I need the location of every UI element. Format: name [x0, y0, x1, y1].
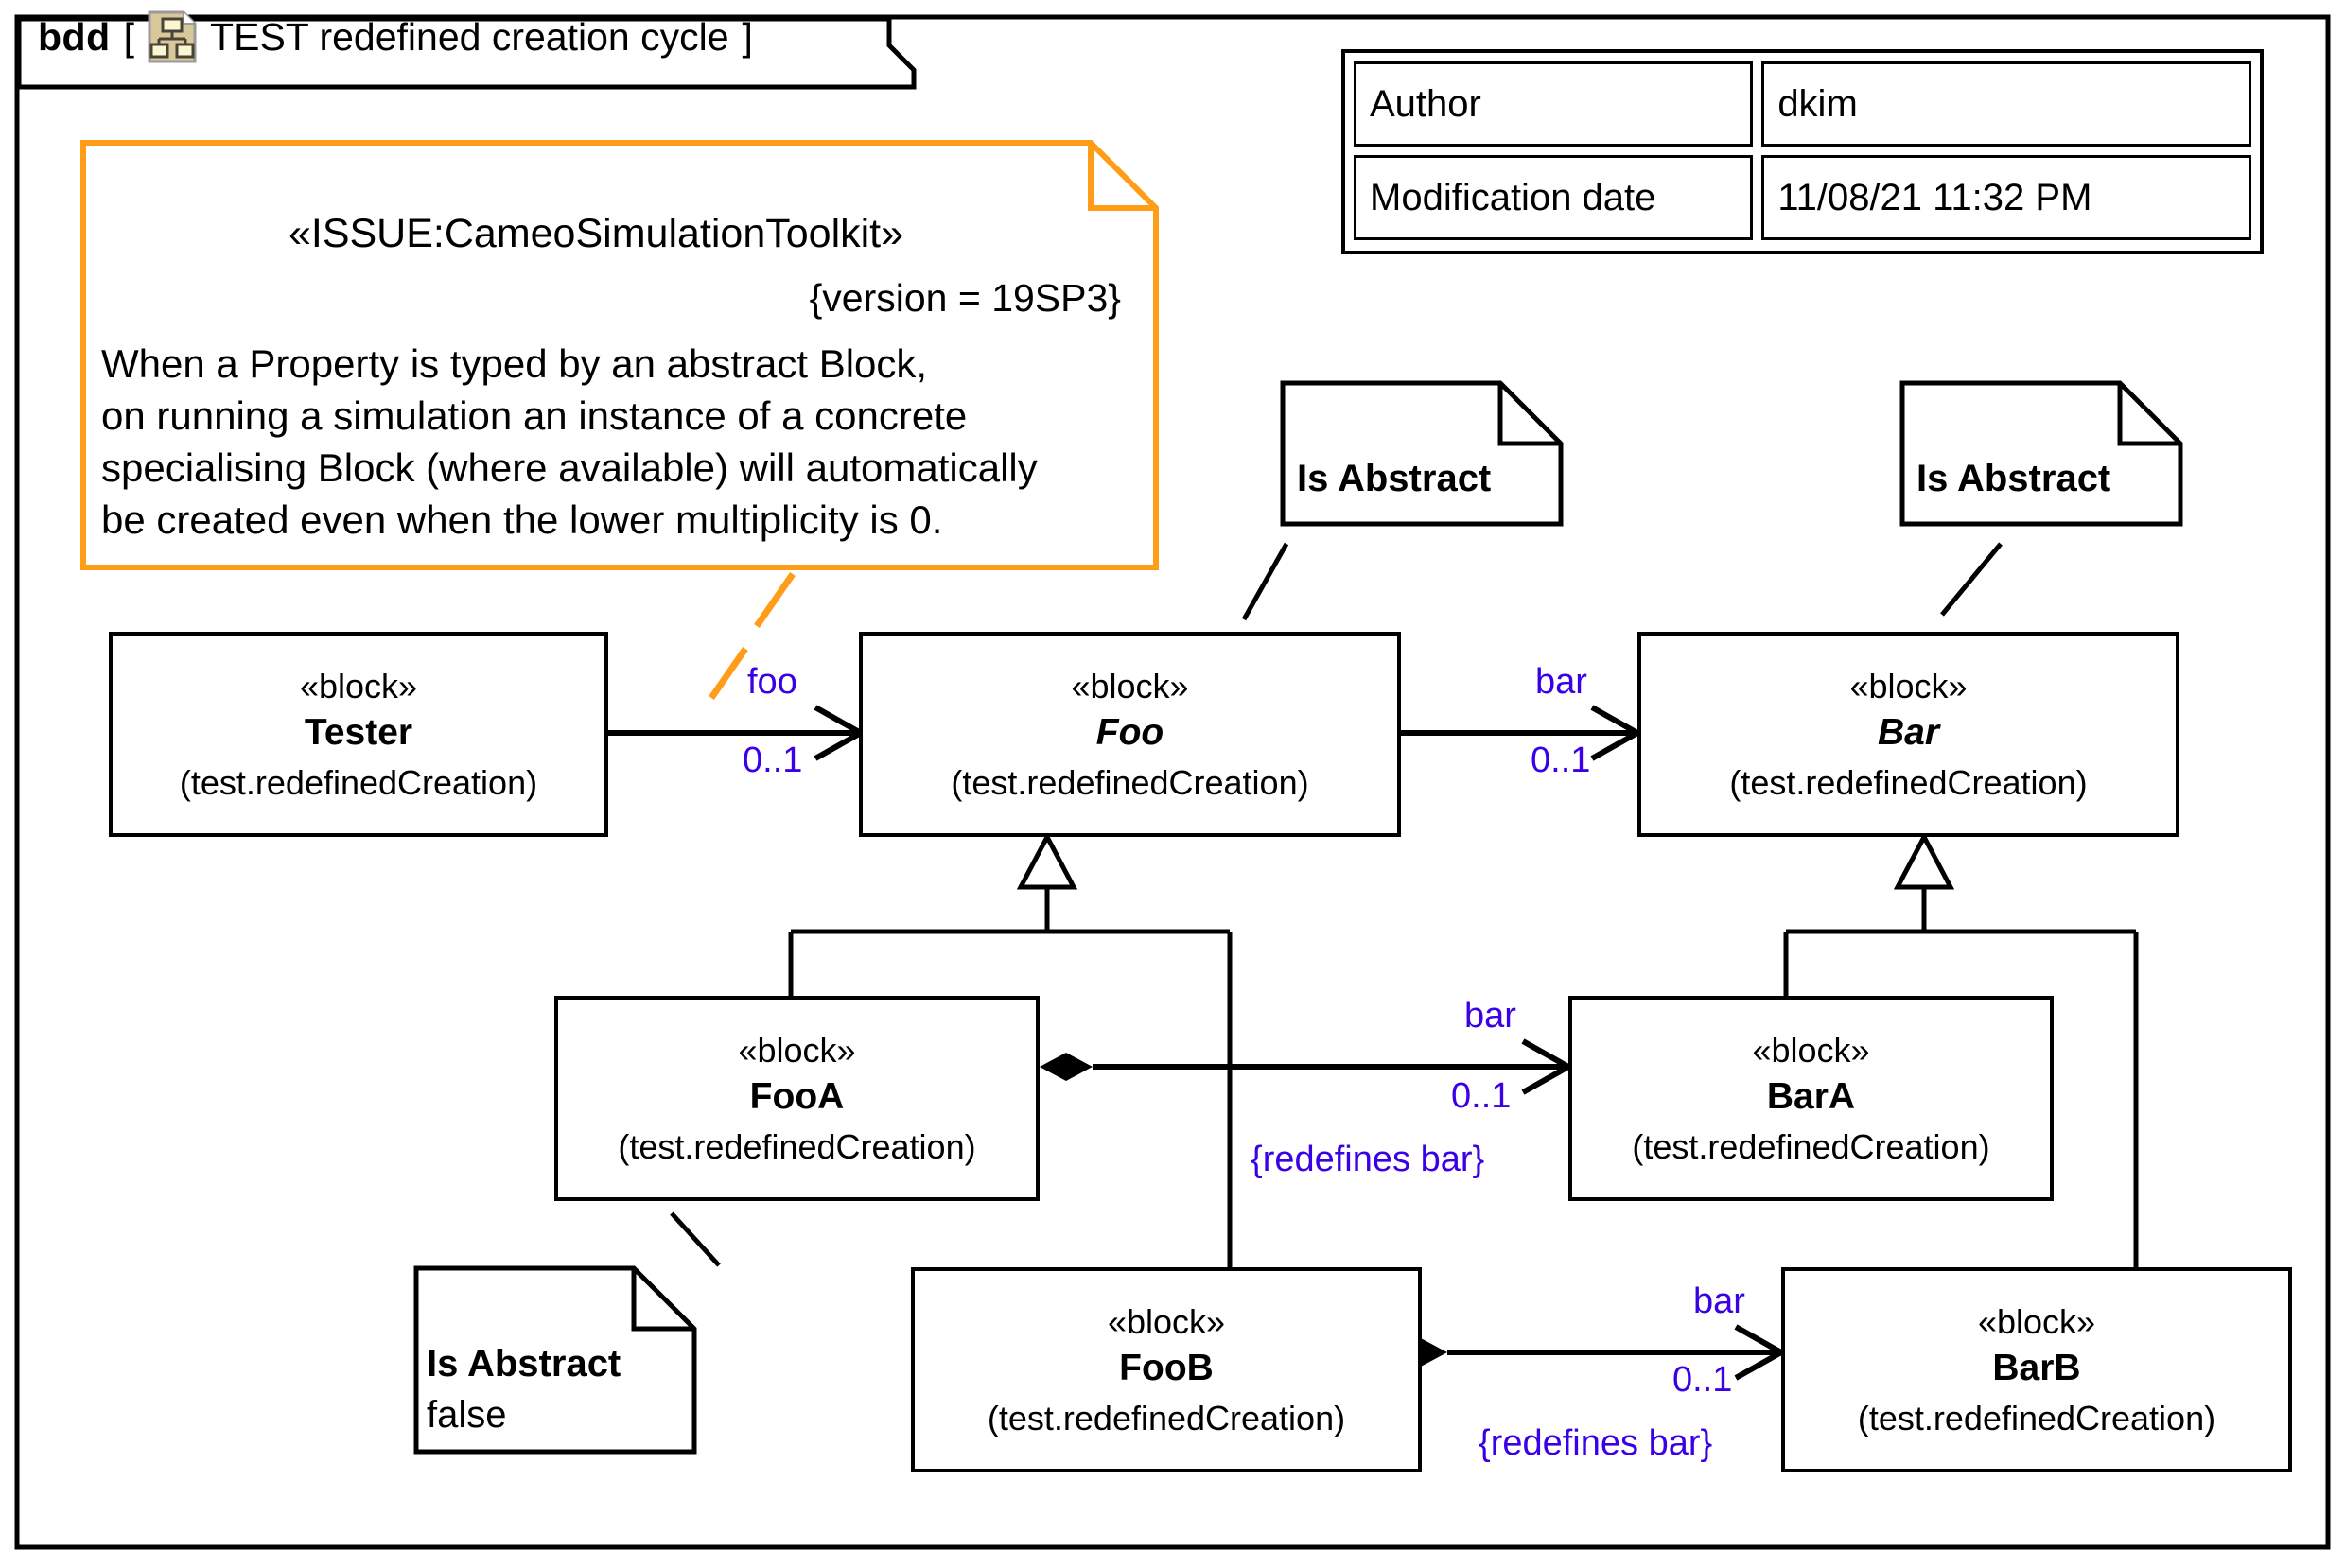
block-package: (test.redefinedCreation): [987, 1398, 1346, 1437]
block-definition-diagram-icon: [148, 10, 197, 63]
note-title: Is Abstract: [427, 1343, 621, 1385]
issue-note-line-1: When a Property is typed by an abstract …: [101, 341, 928, 386]
block-name: BarB: [1992, 1348, 2081, 1389]
block-bar[interactable]: «block» Bar (test.redefinedCreation): [1637, 632, 2179, 837]
assoc-constraint-foob-barb: {redefines bar}: [1479, 1423, 1713, 1463]
assoc-role-fooa-bara: bar: [1464, 996, 1516, 1036]
diagram-info-table: Author dkim Modification date 11/08/21 1…: [1341, 49, 2264, 254]
issue-note: «ISSUE:CameoSimulationToolkit» {version …: [80, 140, 1159, 570]
issue-note-line-4: be created even when the lower multiplic…: [101, 497, 943, 542]
block-package: (test.redefinedCreation): [618, 1126, 976, 1166]
issue-note-line-3: specialising Block (where available) wil…: [101, 445, 1038, 490]
block-stereotype: «block»: [1849, 666, 1968, 706]
note-is-abstract-fooa: Is Abstract false: [413, 1265, 697, 1455]
assoc-constraint-fooa-bara: {redefines bar}: [1251, 1140, 1485, 1179]
info-label-author: Author: [1354, 61, 1754, 147]
bracket-open: [: [123, 14, 135, 59]
block-name: Tester: [304, 712, 413, 754]
block-package: (test.redefinedCreation): [951, 762, 1309, 802]
block-tester[interactable]: «block» Tester (test.redefinedCreation): [109, 632, 608, 837]
block-package: (test.redefinedCreation): [179, 762, 538, 802]
block-name: Bar: [1877, 712, 1940, 754]
block-stereotype: «block»: [1107, 1301, 1226, 1341]
note-value: false: [427, 1394, 507, 1436]
block-barb[interactable]: «block» BarB (test.redefinedCreation): [1781, 1267, 2292, 1472]
block-package: (test.redefinedCreation): [1857, 1398, 2216, 1437]
bracket-close: ]: [742, 14, 753, 59]
assoc-role-foo-bar: bar: [1535, 662, 1587, 702]
block-foob[interactable]: «block» FooB (test.redefinedCreation): [911, 1267, 1422, 1472]
block-stereotype: «block»: [299, 666, 418, 706]
block-stereotype: «block»: [1977, 1301, 2096, 1341]
issue-note-stereotype: «ISSUE:CameoSimulationToolkit»: [288, 211, 904, 256]
issue-note-line-2: on running a simulation an instance of a…: [101, 393, 968, 438]
diagram-kind-label: bdd: [38, 14, 111, 59]
info-value-author: dkim: [1761, 61, 2251, 147]
block-stereotype: «block»: [738, 1030, 856, 1070]
note-is-abstract-bar: Is Abstract: [1899, 380, 2183, 527]
block-name: FooB: [1119, 1348, 1214, 1389]
block-foo[interactable]: «block» Foo (test.redefinedCreation): [859, 632, 1401, 837]
table-row: Modification date 11/08/21 11:32 PM: [1345, 147, 2260, 249]
block-name: BarA: [1766, 1076, 1856, 1118]
block-fooa[interactable]: «block» FooA (test.redefinedCreation): [554, 996, 1040, 1201]
assoc-role-tester-foo: foo: [747, 662, 797, 702]
assoc-mult-fooa-bara: 0..1: [1451, 1076, 1512, 1116]
note-title: Is Abstract: [1916, 458, 2111, 499]
block-bara[interactable]: «block» BarA (test.redefinedCreation): [1568, 996, 2054, 1201]
block-name: Foo: [1095, 712, 1164, 754]
block-package: (test.redefinedCreation): [1632, 1126, 1990, 1166]
assoc-mult-foo-bar: 0..1: [1531, 740, 1591, 780]
info-value-modification-date: 11/08/21 11:32 PM: [1761, 155, 2251, 240]
block-stereotype: «block»: [1071, 666, 1189, 706]
info-label-modification-date: Modification date: [1354, 155, 1754, 240]
issue-note-tag: {version = 19SP3}: [809, 276, 1121, 320]
table-row: Author dkim: [1345, 53, 2260, 147]
block-stereotype: «block»: [1752, 1030, 1870, 1070]
diagram-header-tab: bdd [ TEST redefined creation cycle ]: [38, 0, 753, 74]
assoc-role-foob-barb: bar: [1693, 1281, 1745, 1321]
assoc-mult-tester-foo: 0..1: [743, 740, 803, 780]
block-package: (test.redefinedCreation): [1729, 762, 2088, 802]
note-title: Is Abstract: [1297, 458, 1492, 499]
assoc-mult-foob-barb: 0..1: [1672, 1360, 1733, 1400]
diagram-title: TEST redefined creation cycle: [210, 14, 729, 59]
note-is-abstract-foo: Is Abstract: [1280, 380, 1564, 527]
block-name: FooA: [749, 1076, 845, 1118]
